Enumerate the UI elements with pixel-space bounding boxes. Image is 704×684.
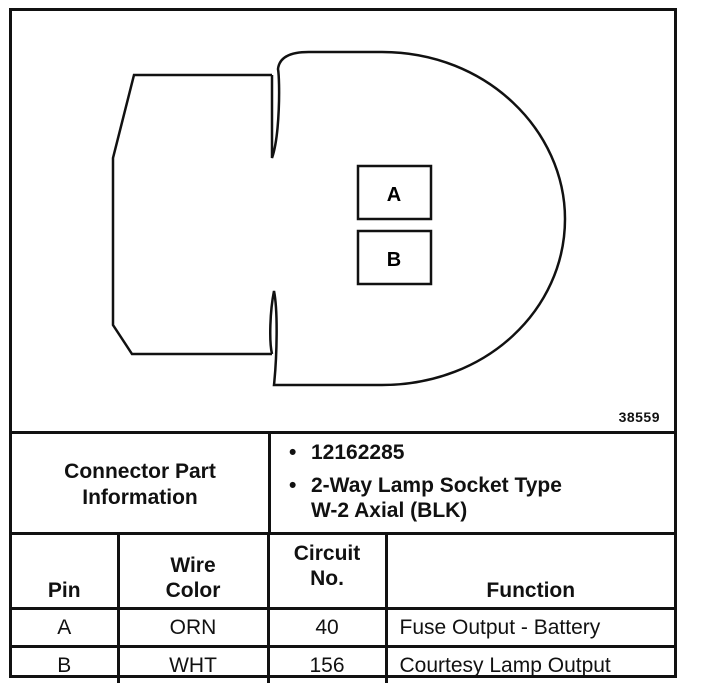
circuit-cell: 156 — [266, 645, 388, 683]
connector-part-info-row: Connector Part Information 12162285 2-Wa… — [12, 431, 674, 532]
connector-part-info-list: 12162285 2-Way Lamp Socket Type W-2 Axia… — [271, 434, 674, 532]
wire-color-cell: WHT — [116, 645, 270, 683]
table-row: A ORN 40 Fuse Output - Battery — [12, 607, 674, 648]
connector-d-face — [269, 50, 567, 387]
table-row: B WHT 156 Courtesy Lamp Output — [12, 645, 674, 683]
cavity-a-label: A — [387, 184, 401, 206]
header-circuit-line2: No. — [310, 567, 344, 590]
cavity-a-box — [356, 164, 433, 221]
pin-table-header-row: Pin Wire Color Circuit No. Function — [12, 532, 674, 610]
cavity-b-label: B — [387, 249, 401, 271]
connector-sheet: A B 38559 Connector Part Information 121… — [9, 8, 677, 683]
pin-table: Pin Wire Color Circuit No. Function A OR… — [12, 532, 674, 683]
part-number: 12162285 — [311, 441, 405, 464]
header-pin: Pin — [12, 532, 120, 610]
header-circuit-line1: Circuit — [293, 542, 361, 565]
figure-number: 38559 — [618, 409, 660, 425]
connector-face-drawing: A B — [111, 50, 567, 387]
wire-color-cell: ORN — [116, 607, 270, 648]
header-function-label: Function — [486, 579, 576, 602]
part-info-label-line2: Information — [82, 486, 198, 509]
description-line2: W-2 Axial (BLK) — [311, 499, 468, 522]
connector-part-info-label: Connector Part Information — [12, 434, 271, 532]
circuit-cell: 40 — [266, 607, 388, 648]
header-pin-label: Pin — [47, 579, 81, 602]
connector-left-body — [111, 73, 272, 356]
header-wire-color: Wire Color — [116, 532, 270, 610]
header-wire-color-line2: Color — [165, 579, 221, 602]
header-function: Function — [384, 532, 674, 610]
function-cell: Courtesy Lamp Output — [384, 645, 674, 683]
part-number-item: 12162285 — [289, 440, 674, 465]
function-cell: Fuse Output - Battery — [384, 607, 674, 648]
header-wire-color-line1: Wire — [170, 554, 216, 577]
description-line1: 2-Way Lamp Socket Type — [311, 474, 562, 497]
cavity-b-box — [356, 229, 433, 286]
pin-cell: A — [12, 607, 120, 648]
header-circuit: Circuit No. — [266, 532, 388, 610]
part-info-label-line1: Connector Part — [64, 460, 216, 483]
pin-cell: B — [12, 645, 120, 683]
description-item: 2-Way Lamp Socket Type W-2 Axial (BLK) — [289, 473, 674, 523]
